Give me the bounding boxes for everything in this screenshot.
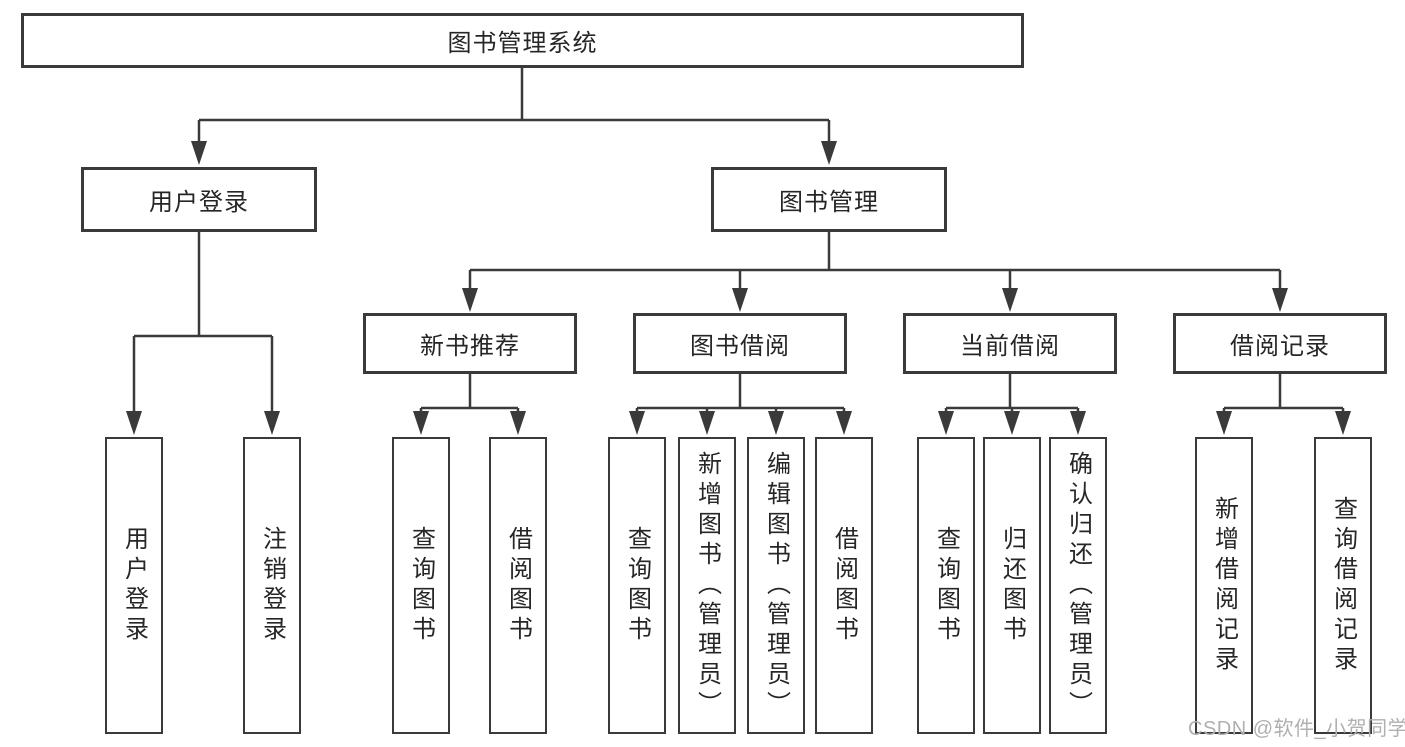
leaf-query-books-borrow: 查询图书	[608, 437, 666, 734]
node-user-login: 用户登录	[81, 167, 317, 232]
leaf-add-borrow-record: 新增借阅记录	[1195, 437, 1253, 734]
leaf-query-books-recommend: 查询图书	[392, 437, 450, 734]
leaf-borrow-books-recommend: 借阅图书	[489, 437, 547, 734]
leaf-query-books-current: 查询图书	[917, 437, 975, 734]
node-book-borrowing: 图书借阅	[633, 313, 847, 374]
leaf-confirm-return-admin: 确认归还（管理员）	[1049, 437, 1107, 734]
node-borrowing-records: 借阅记录	[1173, 313, 1387, 374]
leaf-edit-books-admin: 编辑图书（管理员）	[747, 437, 805, 734]
connector-arrowheads	[126, 141, 1351, 435]
watermark: CSDN @软件_小贺同学	[1188, 718, 1405, 740]
leaf-logout-login: 注销登录	[243, 437, 301, 734]
leaf-return-books: 归还图书	[983, 437, 1041, 734]
node-book-management: 图书管理	[711, 167, 947, 232]
connector-lines	[132, 68, 1345, 416]
leaf-borrow-books-borrow: 借阅图书	[815, 437, 873, 734]
node-current-borrowing: 当前借阅	[903, 313, 1117, 374]
node-new-book-recommendation: 新书推荐	[363, 313, 577, 374]
leaf-query-borrow-record: 查询借阅记录	[1314, 437, 1372, 734]
leaf-add-books-admin: 新增图书（管理员）	[678, 437, 736, 734]
leaf-user-login: 用户登录	[105, 437, 163, 734]
node-library-management-system: 图书管理系统	[21, 13, 1024, 68]
